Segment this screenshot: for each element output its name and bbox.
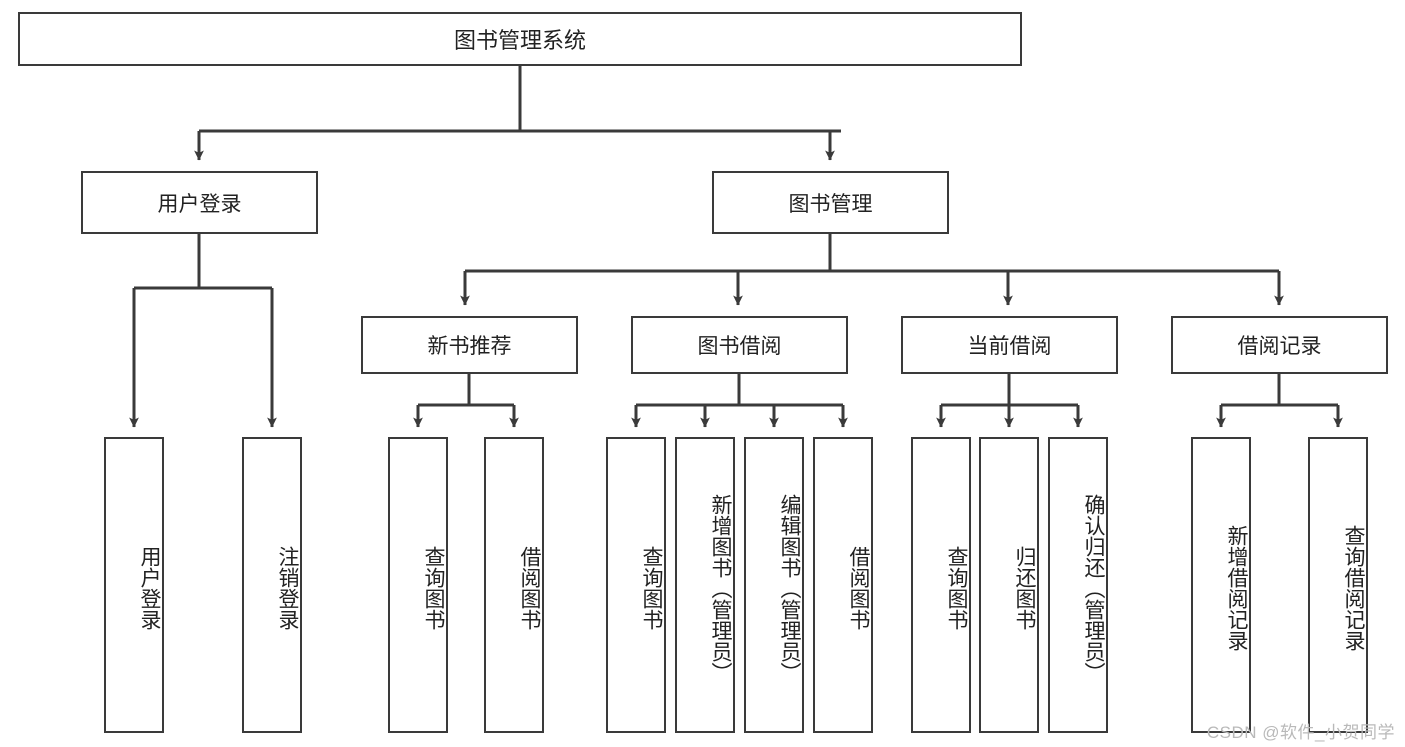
- node-book-borrow[interactable]: 图书借阅: [631, 316, 848, 374]
- node-new-book-recommend-label: 新书推荐: [427, 335, 512, 358]
- node-borrow-record[interactable]: 借阅记录: [1171, 316, 1388, 374]
- node-root[interactable]: 图书管理系统: [18, 12, 1022, 66]
- node-leaf-user-login[interactable]: 用户登录: [104, 437, 164, 733]
- node-leaf-query-book-2[interactable]: 查询图书: [606, 437, 666, 733]
- node-borrow-record-label: 借阅记录: [1237, 335, 1322, 358]
- node-leaf-user-login-label: 用户登录: [138, 546, 161, 630]
- node-new-book-recommend[interactable]: 新书推荐: [361, 316, 578, 374]
- node-leaf-borrow-book-2-label: 借阅图书: [847, 546, 870, 630]
- node-leaf-add-book[interactable]: 新增图书（管理员）: [675, 437, 735, 733]
- node-leaf-query-book-2-label: 查询图书: [640, 546, 663, 630]
- node-leaf-return-book-label: 归还图书: [1013, 546, 1036, 630]
- node-leaf-edit-book-label: 编辑图书（管理员）: [778, 493, 801, 683]
- node-current-borrow-label: 当前借阅: [967, 335, 1052, 358]
- node-leaf-logout-login[interactable]: 注销登录: [242, 437, 302, 733]
- node-leaf-add-record-label: 新增借阅记录: [1225, 525, 1248, 651]
- node-leaf-query-book-3-label: 查询图书: [945, 546, 968, 630]
- node-leaf-edit-book[interactable]: 编辑图书（管理员）: [744, 437, 804, 733]
- node-book-borrow-label: 图书借阅: [697, 335, 782, 358]
- node-leaf-logout-login-label: 注销登录: [276, 546, 299, 630]
- node-leaf-query-book-1[interactable]: 查询图书: [388, 437, 448, 733]
- node-leaf-query-book-3[interactable]: 查询图书: [911, 437, 971, 733]
- node-leaf-borrow-book-1-label: 借阅图书: [518, 546, 541, 630]
- node-leaf-confirm-return-label: 确认归还（管理员）: [1082, 493, 1105, 683]
- node-leaf-query-record[interactable]: 查询借阅记录: [1308, 437, 1368, 733]
- node-leaf-add-book-label: 新增图书（管理员）: [709, 493, 732, 683]
- node-leaf-query-record-label: 查询借阅记录: [1342, 525, 1365, 651]
- node-book-management-label: 图书管理: [788, 192, 873, 216]
- node-leaf-borrow-book-1[interactable]: 借阅图书: [484, 437, 544, 733]
- node-user-login-label: 用户登录: [157, 192, 242, 216]
- node-user-login[interactable]: 用户登录: [81, 171, 318, 234]
- csdn-watermark: CSDN @软件_小贺同学: [1206, 723, 1395, 742]
- node-leaf-add-record[interactable]: 新增借阅记录: [1191, 437, 1251, 733]
- node-leaf-query-book-1-label: 查询图书: [422, 546, 445, 630]
- node-book-management[interactable]: 图书管理: [712, 171, 949, 234]
- node-leaf-confirm-return[interactable]: 确认归还（管理员）: [1048, 437, 1108, 733]
- node-root-label: 图书管理系统: [453, 28, 586, 53]
- node-current-borrow[interactable]: 当前借阅: [901, 316, 1118, 374]
- node-leaf-return-book[interactable]: 归还图书: [979, 437, 1039, 733]
- node-leaf-borrow-book-2[interactable]: 借阅图书: [813, 437, 873, 733]
